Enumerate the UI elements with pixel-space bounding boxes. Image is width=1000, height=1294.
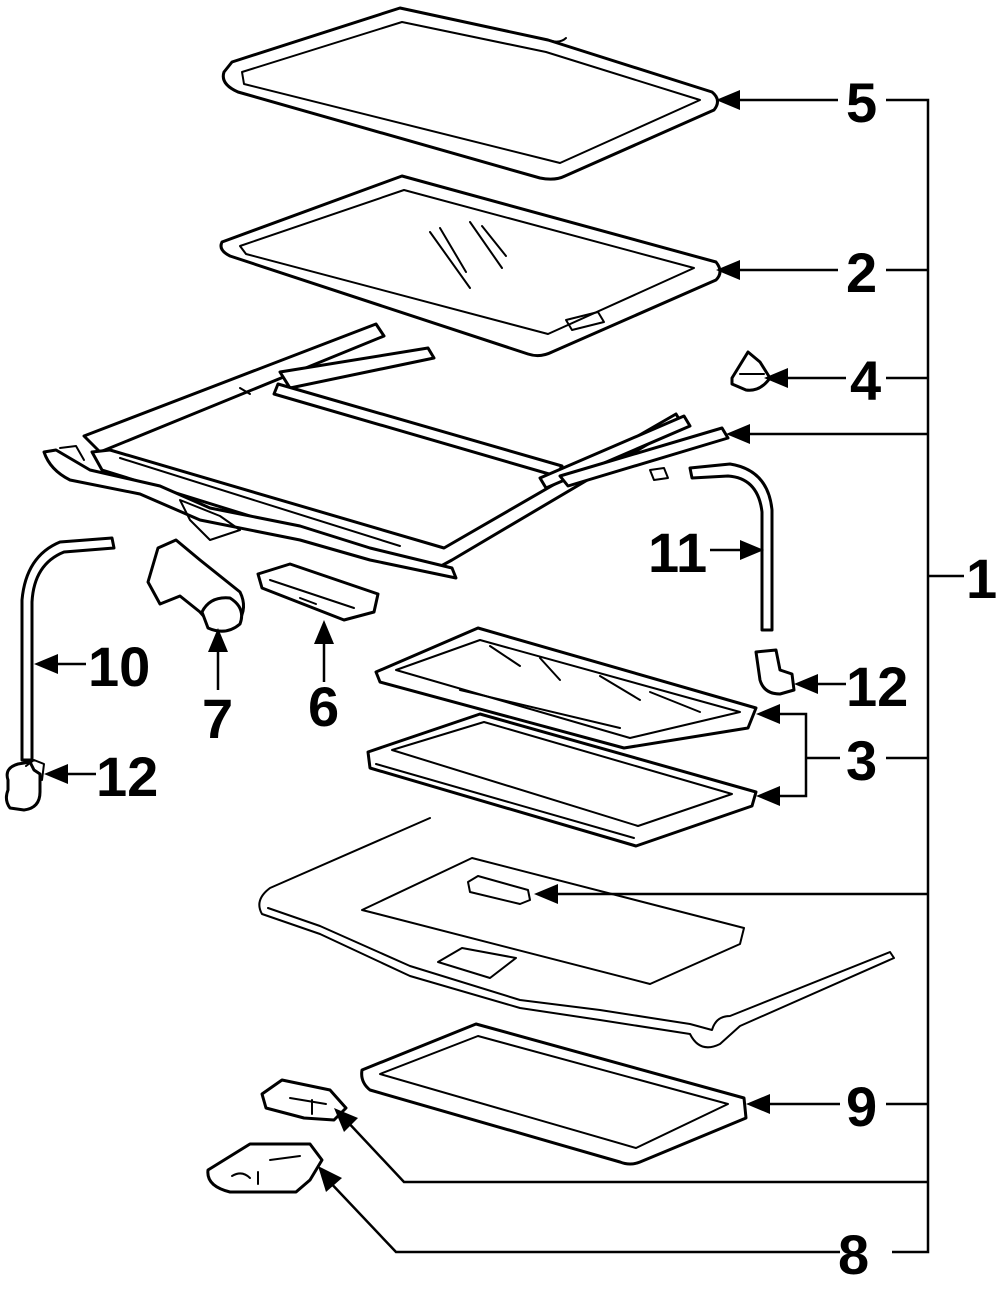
callouts: 5 2 4 1 11 10 7 6 12 12 3 9 8 xyxy=(88,71,997,1286)
callout-1: 1 xyxy=(966,547,997,610)
callout-8: 8 xyxy=(838,1223,869,1286)
part-10-drain-hose[interactable] xyxy=(20,536,116,762)
part-7-motor[interactable] xyxy=(146,538,245,633)
part-12-fitting-left[interactable] xyxy=(4,759,45,812)
headliner[interactable] xyxy=(258,817,895,1049)
sunroof-frame-assembly[interactable] xyxy=(42,322,730,580)
part-8-guide-lower[interactable] xyxy=(206,1142,324,1194)
part-8-guide-upper[interactable] xyxy=(260,1078,348,1122)
callout-2: 2 xyxy=(846,241,877,304)
part-9-garnish-frame[interactable] xyxy=(360,1022,748,1166)
callout-9: 9 xyxy=(846,1075,877,1138)
part-5-seal[interactable] xyxy=(221,6,719,181)
callout-5: 5 xyxy=(846,71,877,134)
callout-12-left: 12 xyxy=(96,745,158,808)
part-11-drain-hose[interactable] xyxy=(688,462,774,632)
part-6-switch[interactable] xyxy=(256,562,380,622)
callout-12-right: 12 xyxy=(846,655,908,718)
leader-lines xyxy=(34,90,964,1254)
part-4-clip[interactable] xyxy=(730,350,772,392)
callout-3: 3 xyxy=(846,729,877,792)
callout-7: 7 xyxy=(202,687,233,750)
part-2-glass-panel[interactable] xyxy=(219,174,722,358)
callout-11: 11 xyxy=(648,521,707,584)
callout-10: 10 xyxy=(88,635,150,698)
callout-4: 4 xyxy=(850,349,881,412)
part-12-fitting-right[interactable] xyxy=(754,648,796,696)
part-3-sunshade-upper[interactable] xyxy=(374,626,758,750)
callout-6: 6 xyxy=(308,675,339,738)
part-3-sunshade-lower[interactable] xyxy=(366,712,758,848)
